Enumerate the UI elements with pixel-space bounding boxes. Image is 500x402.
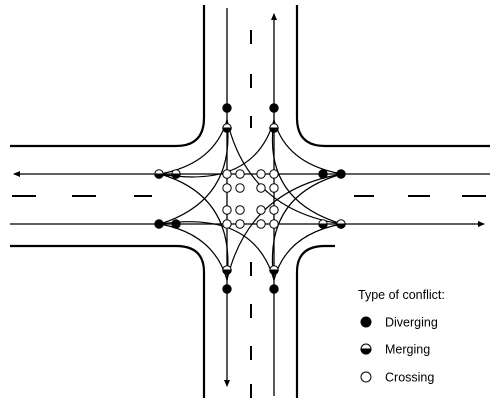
crossing-point [256, 183, 266, 193]
diverging-point [269, 284, 279, 294]
merging-point [171, 169, 181, 179]
legend-title: Type of conflict: [358, 288, 445, 302]
crossing-point [222, 219, 232, 229]
crossing-point [269, 205, 279, 215]
crossing-point [222, 169, 232, 179]
road-edges [10, 5, 490, 398]
crossing-point [256, 169, 266, 179]
merging-point [318, 219, 328, 229]
crossing-point [269, 169, 279, 179]
crossing-point [256, 219, 266, 229]
diverging-point [336, 169, 346, 179]
diverging-symbol-icon [360, 316, 372, 328]
crossing-symbol-icon [360, 371, 372, 383]
lane-markings [12, 30, 486, 398]
merging-point [336, 219, 346, 229]
crossing-point [235, 219, 245, 229]
legend-label-merging: Merging [385, 343, 430, 357]
legend-label-diverging: Diverging [385, 316, 438, 330]
diverging-point [318, 169, 328, 179]
crossing-points [222, 169, 279, 229]
diverging-point [154, 219, 164, 229]
merging-point [269, 123, 279, 133]
merging-point [269, 265, 279, 275]
diverging-point [269, 103, 279, 113]
crossing-point [235, 183, 245, 193]
crossing-point [222, 183, 232, 193]
diverging-point [222, 284, 232, 294]
merging-symbol-icon [360, 343, 372, 355]
crossing-point [269, 183, 279, 193]
merging-point [222, 265, 232, 275]
crossing-point [235, 169, 245, 179]
diverging-point [222, 103, 232, 113]
legend-item-diverging: Diverging [360, 316, 438, 330]
crossing-point [222, 205, 232, 215]
diverging-points [154, 103, 346, 294]
legend-label-crossing: Crossing [385, 371, 434, 385]
curb-bottom-right [295, 244, 335, 398]
curb-bottom-left [10, 244, 206, 398]
diverging-point [171, 219, 181, 229]
merging-point [154, 169, 164, 179]
crossing-point [235, 205, 245, 215]
crossing-point [256, 205, 266, 215]
legend-item-merging: Merging [360, 343, 430, 357]
curb-top-right [295, 5, 490, 148]
through-paths [10, 8, 490, 396]
merging-point [222, 123, 232, 133]
legend: Type of conflict: Diverging Merging Cros… [358, 288, 445, 385]
curb-top-left [10, 5, 206, 148]
legend-item-crossing: Crossing [360, 371, 434, 385]
crossing-point [269, 219, 279, 229]
merging-points [154, 123, 346, 275]
